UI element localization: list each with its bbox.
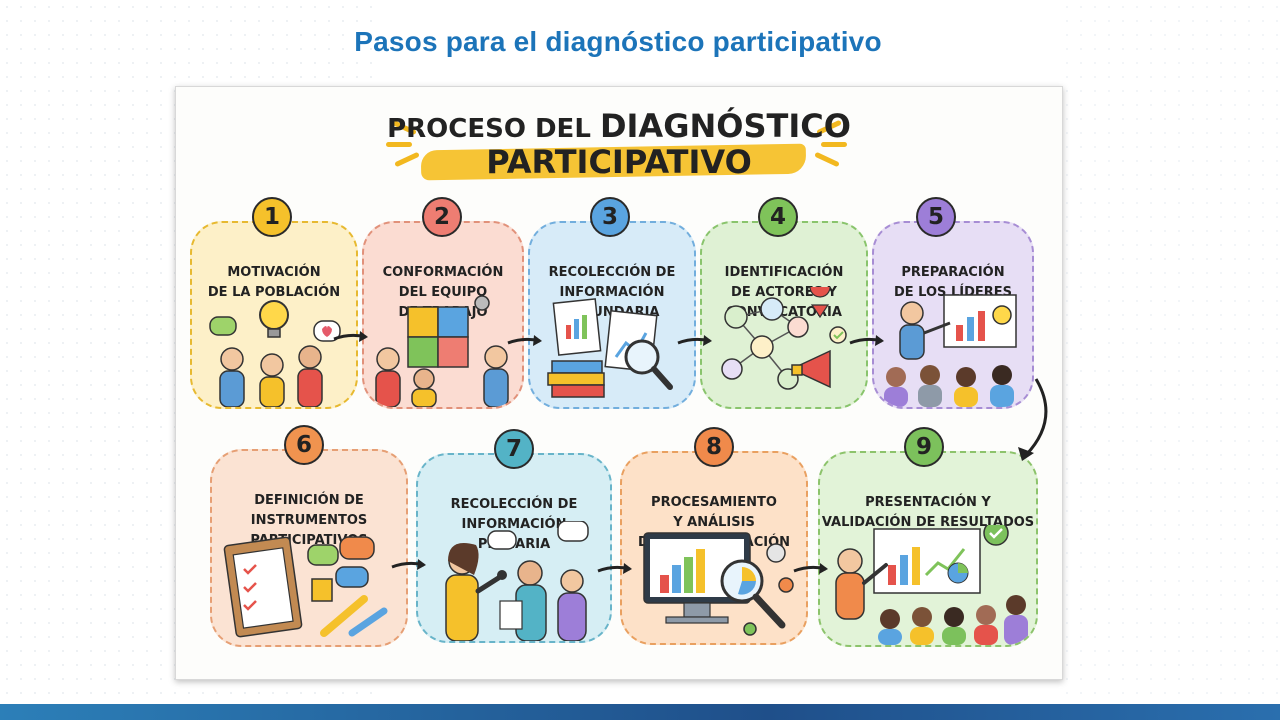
header-bold: DIAGNÓSTICO: [600, 107, 851, 145]
step-card-1: MOTIVACIÓN DE LA POBLACIÓN: [190, 221, 358, 409]
step-number-badge: 5: [916, 197, 956, 237]
step-number-badge: 9: [904, 427, 944, 467]
step-card-9: PRESENTACIÓN Y VALIDACIÓN DE RESULTADOS: [818, 451, 1038, 647]
step-card-6: DEFINICIÓN DE INSTRUMENTOS PARTICIPATIVO…: [210, 449, 408, 647]
slide-title: Pasos para el diagnóstico participativo: [0, 26, 1236, 58]
step-number-badge: 3: [590, 197, 630, 237]
step-number-badge: 2: [422, 197, 462, 237]
puzzle-team-icon: [364, 287, 522, 407]
arrow-right-icon: [596, 559, 636, 579]
background-dots-right: [1060, 0, 1280, 720]
step-number-badge: 7: [494, 429, 534, 469]
arrow-down-curve-icon: [1006, 377, 1056, 467]
people-lightbulb-icon: [192, 287, 356, 407]
step-card-4: IDENTIFICACIÓN DE ACTORES Y CONVOCATORIA: [700, 221, 868, 409]
step-number-badge: 1: [252, 197, 292, 237]
arrow-right-icon: [332, 327, 372, 347]
step-number-badge: 8: [694, 427, 734, 467]
arrow-right-icon: [848, 331, 888, 351]
bottom-accent-bar: [0, 704, 1280, 720]
documents-magnifier-icon: [530, 287, 694, 407]
step-card-7: RECOLECCIÓN DE INFORMACIÓN PRIMARIA: [416, 453, 612, 643]
network-megaphone-icon: [702, 287, 866, 407]
step-card-2: CONFORMACIÓN DEL EQUIPO DE TRABAJO: [362, 221, 524, 409]
step-number-badge: 4: [758, 197, 798, 237]
monitor-analysis-icon: [622, 523, 806, 643]
infographic-frame: PROCESO DEL DIAGNÓSTICO PARTICIPATIVO MO…: [175, 86, 1063, 680]
step-number-badge: 6: [284, 425, 324, 465]
arrow-right-icon: [390, 555, 430, 575]
results-presentation-icon: [820, 525, 1036, 645]
step-card-8: PROCESAMIENTO Y ANÁLISIS DE LA INFORMACI…: [620, 451, 808, 645]
header-line1: PROCESO DEL DIAGNÓSTICO: [176, 107, 1062, 145]
arrow-right-icon: [506, 331, 546, 351]
step-card-3: RECOLECCIÓN DE INFORMACIÓN SECUNDARIA: [528, 221, 696, 409]
clipboard-checklist-icon: [212, 525, 406, 645]
interview-microphone-icon: [418, 521, 610, 641]
arrow-right-icon: [792, 559, 832, 579]
arrow-right-icon: [676, 331, 716, 351]
infographic-header: PROCESO DEL DIAGNÓSTICO PARTICIPATIVO: [176, 87, 1062, 197]
header-prefix: PROCESO DEL: [387, 114, 591, 144]
header-line2: PARTICIPATIVO: [176, 143, 1062, 181]
